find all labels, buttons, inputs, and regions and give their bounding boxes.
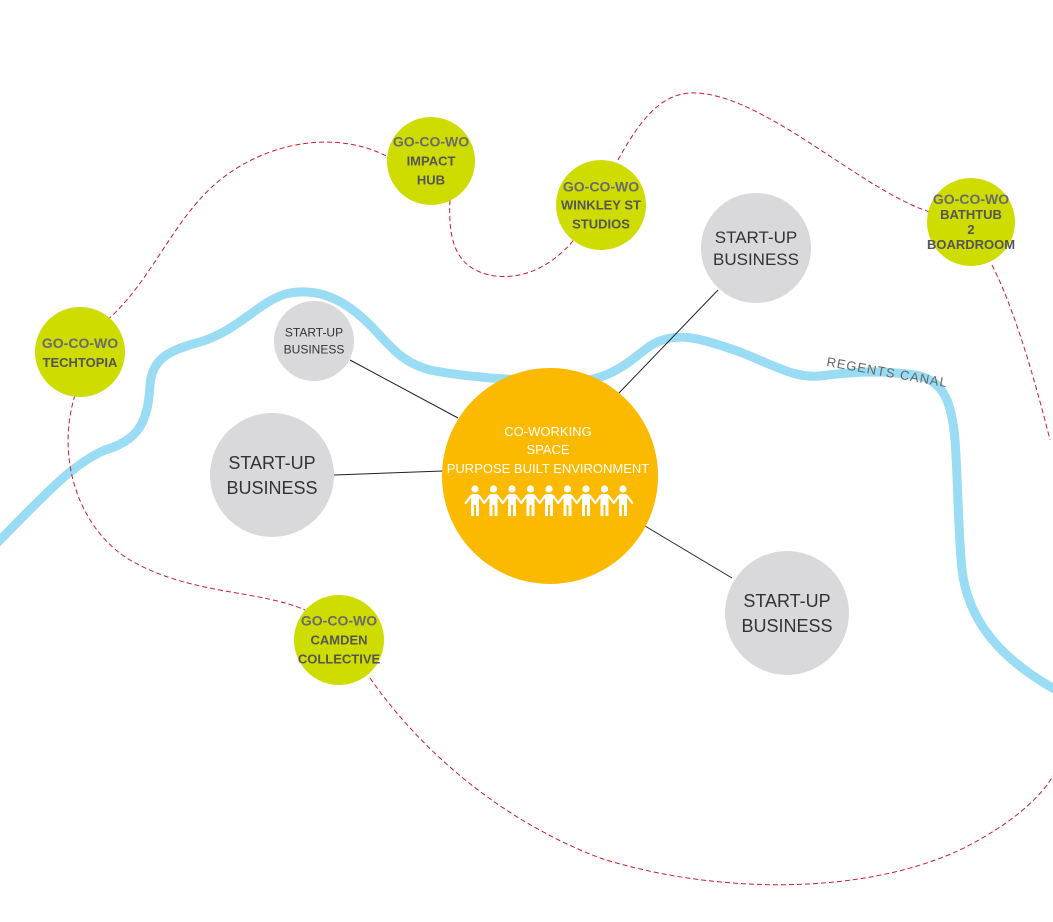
startup-node-bottom-right: START-UP BUSINESS bbox=[725, 551, 849, 675]
hub-label-line: GO-CO-WO bbox=[42, 335, 118, 351]
hub-label-line: GO-CO-WO bbox=[933, 191, 1009, 207]
startup-circle bbox=[725, 551, 849, 675]
hub-label-line: GO-CO-WO bbox=[301, 613, 377, 629]
connector-lines bbox=[333, 289, 733, 579]
startup-label-line: START-UP bbox=[228, 453, 315, 473]
startup-label-line: START-UP bbox=[285, 326, 343, 340]
hub-node-camden: GO-CO-WO CAMDEN COLLECTIVE bbox=[294, 595, 384, 685]
startup-node-top-right: START-UP BUSINESS bbox=[701, 193, 811, 303]
hub-node-techtopia: GO-CO-WO TECHTOPIA bbox=[35, 307, 125, 397]
startup-node-small-left: START-UP BUSINESS bbox=[274, 301, 354, 381]
person-figure bbox=[575, 485, 597, 516]
hub-label-line: COLLECTIVE bbox=[298, 652, 381, 667]
startup-circle bbox=[210, 413, 334, 537]
hub-label-line: GO-CO-WO bbox=[563, 178, 639, 194]
person-figure bbox=[520, 485, 541, 516]
startup-label-line: START-UP bbox=[743, 591, 830, 611]
hub-label-line: 2 bbox=[967, 222, 974, 237]
hub-label-line: BATHTUB bbox=[940, 207, 1002, 222]
coworking-label-line: PURPOSE BUILT ENVIRONMENT bbox=[447, 461, 650, 476]
connector-line-bottom-right bbox=[644, 525, 733, 579]
person-figure bbox=[612, 485, 634, 516]
hub-circle bbox=[387, 117, 475, 205]
connector-line-small-left bbox=[349, 359, 459, 419]
startup-circle bbox=[274, 301, 354, 381]
startup-label-line: BUSINESS bbox=[741, 616, 832, 636]
startup-label-line: BUSINESS bbox=[226, 478, 317, 498]
hub-label-line: HUB bbox=[417, 173, 445, 188]
person-figure bbox=[594, 485, 615, 516]
startup-label-line: BUSINESS bbox=[284, 343, 345, 357]
hub-circle bbox=[294, 595, 384, 685]
startup-label-line: BUSINESS bbox=[713, 250, 799, 269]
connector-line-left bbox=[333, 470, 444, 476]
hub-circle bbox=[35, 307, 125, 397]
hub-label-line: WINKLEY ST bbox=[561, 198, 641, 213]
hub-node-impact-hub: GO-CO-WO IMPACT HUB bbox=[387, 117, 475, 205]
hub-label-line: BOARDROOM bbox=[927, 237, 1015, 252]
coworking-circle bbox=[442, 368, 658, 584]
hub-circle bbox=[927, 178, 1015, 266]
startup-nodes: START-UPBUSINESSSTART-UPBUSINESSSTART-UP… bbox=[210, 193, 849, 675]
hub-circle bbox=[556, 160, 646, 250]
hub-label-line: STUDIOS bbox=[572, 217, 630, 232]
person-figure bbox=[538, 485, 560, 516]
person-figure bbox=[557, 485, 578, 516]
person-figure bbox=[501, 485, 523, 516]
startup-label-line: START-UP bbox=[715, 228, 798, 247]
connector-line-top-right bbox=[617, 289, 719, 395]
coworking-label-line: CO-WORKING bbox=[504, 424, 591, 439]
hub-label-line: IMPACT bbox=[407, 154, 456, 169]
hub-label-line: CAMDEN bbox=[310, 633, 367, 648]
coworking-label-line: SPACE bbox=[526, 442, 569, 457]
coworking-core: CO-WORKING SPACE PURPOSE BUILT ENVIRONMENT bbox=[442, 368, 658, 584]
people-chain-icon bbox=[464, 485, 634, 516]
gocowo-route-dashed-line bbox=[67, 92, 1053, 886]
hub-node-winkley: GO-CO-WO WINKLEY ST STUDIOS bbox=[556, 160, 646, 250]
person-figure bbox=[464, 485, 486, 516]
hub-label-line: GO-CO-WO bbox=[393, 134, 469, 150]
person-figure bbox=[483, 485, 504, 516]
hub-label-line: TECHTOPIA bbox=[43, 355, 118, 370]
startup-circle bbox=[701, 193, 811, 303]
startup-node-left: START-UP BUSINESS bbox=[210, 413, 334, 537]
